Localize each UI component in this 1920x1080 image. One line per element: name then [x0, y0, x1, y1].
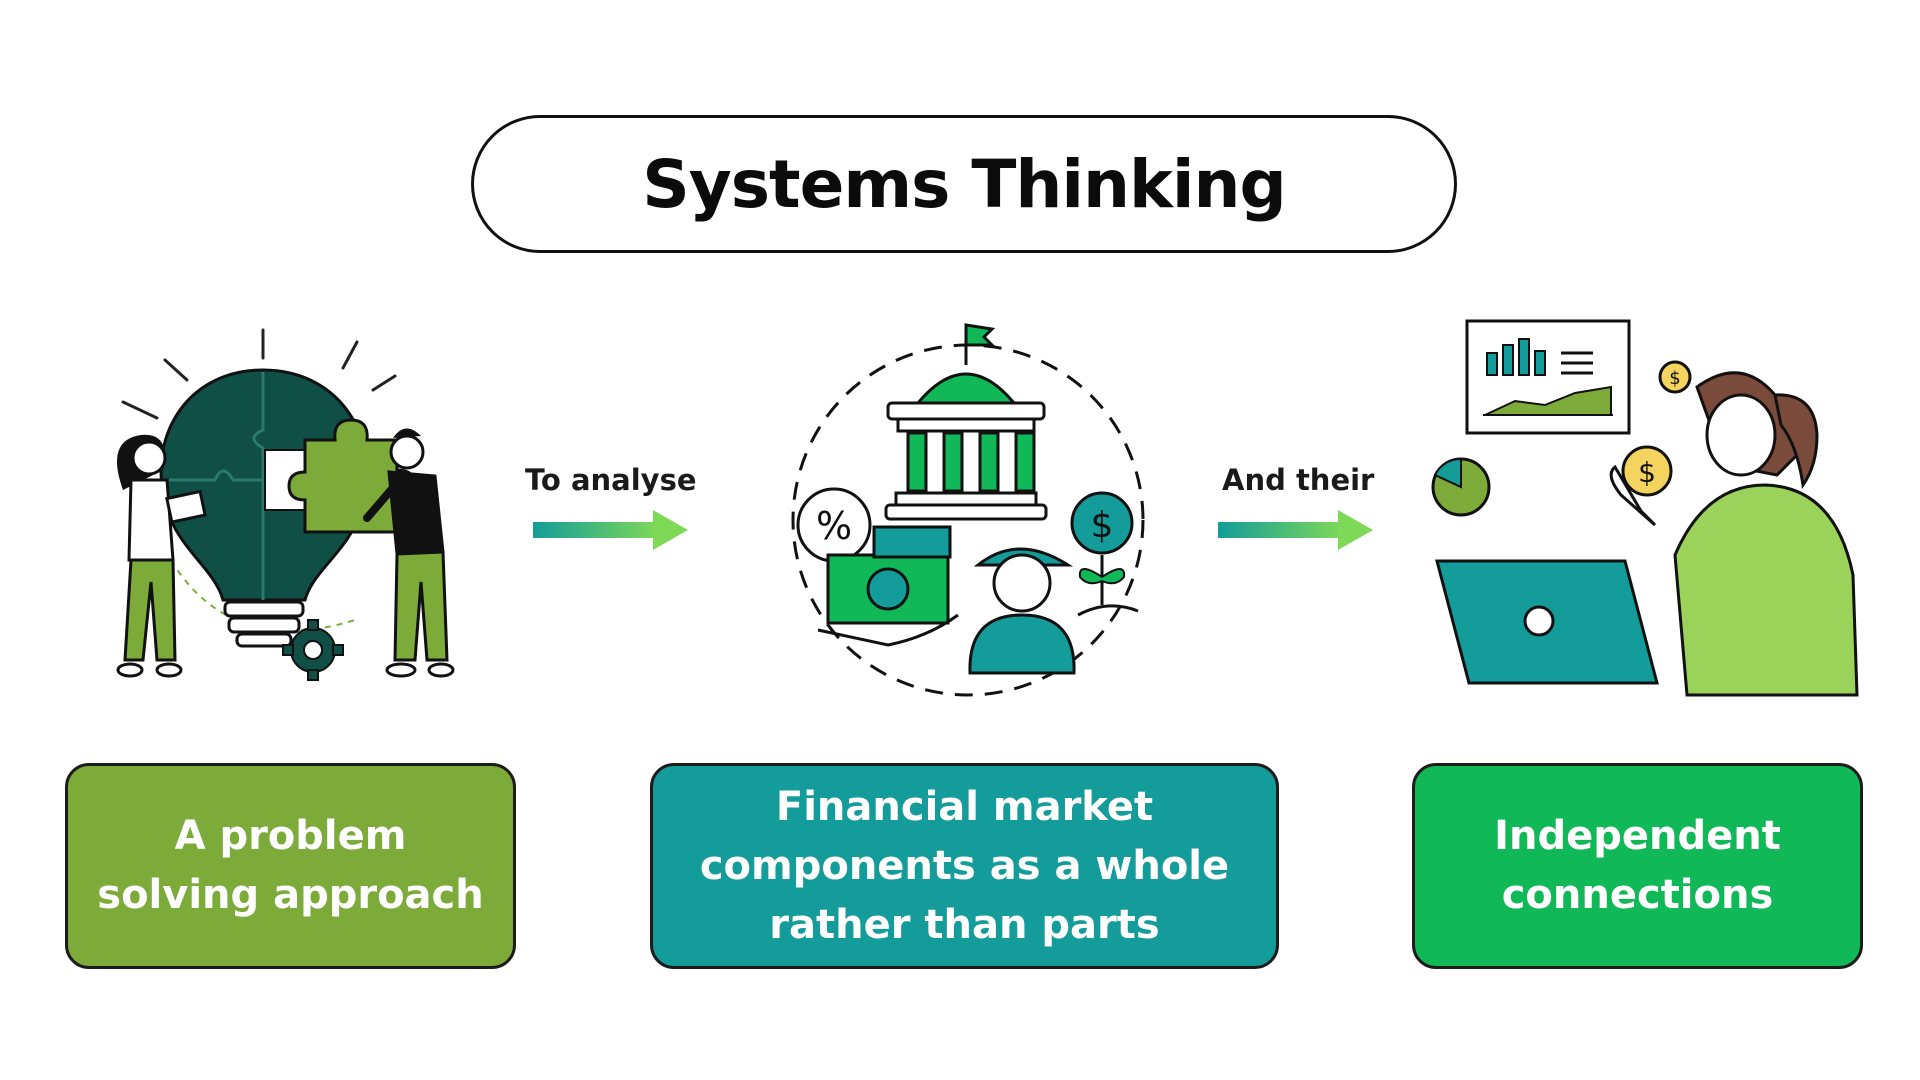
dollar-coin-icon: $ $ — [1621, 360, 1692, 497]
svg-text:%: % — [816, 504, 852, 548]
farmer-icon — [968, 547, 1076, 675]
woman-figure-icon — [116, 434, 207, 678]
woman-laptop-illustration: $ $ — [1431, 319, 1859, 697]
laptop-icon — [1435, 559, 1659, 685]
box-financial-market: Financial market components as a whole r… — [650, 763, 1279, 969]
dollar-plant-icon: $ — [1070, 491, 1139, 617]
box-problem-solving: A problem solving approach — [65, 763, 516, 969]
bank-icon — [884, 372, 1048, 521]
svg-text:$: $ — [1669, 368, 1680, 389]
box-independent-connections-text: Independent connections — [1494, 813, 1781, 918]
title-pill: Systems Thinking — [471, 115, 1457, 253]
pie-chart-icon — [1431, 457, 1491, 517]
svg-text:$: $ — [1091, 505, 1114, 546]
money-hand-icon — [817, 525, 959, 647]
man-figure-icon — [363, 428, 455, 678]
light-rays-icon — [121, 328, 397, 420]
percent-icon: % — [796, 487, 872, 563]
box-financial-market-text: Financial market components as a whole r… — [699, 783, 1230, 948]
flag-icon — [964, 323, 996, 365]
bar-chart-card-icon — [1465, 319, 1631, 435]
page-title: Systems Thinking — [642, 145, 1287, 223]
gear-icon — [282, 619, 344, 681]
box-problem-solving-text: A problem solving approach — [97, 813, 484, 918]
svg-text:$: $ — [1638, 456, 1656, 489]
box-independent-connections: Independent connections — [1412, 763, 1863, 969]
woman-figure-icon — [1609, 371, 1859, 697]
connector-label-analyse: To analyse — [525, 463, 697, 497]
puzzle-lightbulb-illustration — [116, 328, 455, 681]
financial-market-illustration: % $ — [791, 323, 1145, 697]
connector-label-their: And their — [1222, 463, 1375, 497]
right-arrow-icon — [533, 510, 688, 550]
right-arrow-icon — [1218, 510, 1373, 550]
